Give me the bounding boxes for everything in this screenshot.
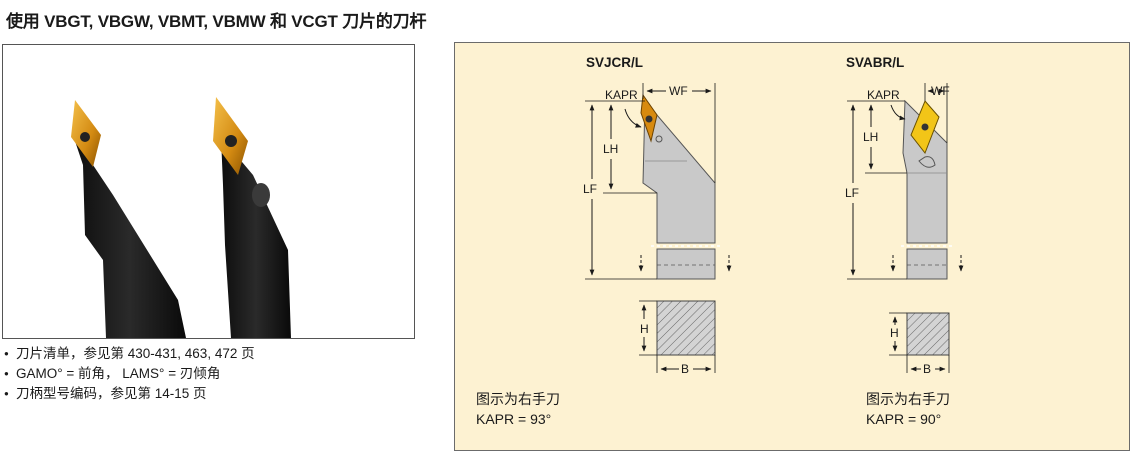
model-title-svabr: SVABR/L (846, 55, 905, 70)
list-item: GAMO° = 前角， LAMS° = 刃倾角 (4, 364, 255, 384)
product-photo (2, 44, 415, 339)
holder-photo-right (213, 97, 291, 338)
dim-label-b: B (681, 362, 689, 376)
list-item: 刀柄型号编码，参见第 14-15 页 (4, 384, 255, 404)
page-title: 使用 VBGT, VBGW, VBMT, VBMW 和 VCGT 刀片的刀杆 (6, 12, 427, 31)
holder-photo-left (71, 100, 186, 338)
dim-label-kapr: KAPR (867, 88, 900, 102)
drawing-svjcr: KAPR WF LH LF H B (583, 83, 732, 376)
dim-label-h: H (890, 326, 899, 340)
caption-svjcr: 图示为右手刀 KAPR = 93° (476, 389, 560, 429)
caption-hand: 图示为右手刀 (476, 391, 560, 407)
dim-label-wf: WF (669, 84, 688, 98)
notes-list: 刀片清单，参见第 430-431, 463, 472 页 GAMO° = 前角，… (4, 344, 255, 404)
model-title-svjcr: SVJCR/L (586, 55, 644, 70)
dim-label-lf: LF (583, 182, 597, 196)
dim-label-wf: WF (931, 84, 950, 98)
dim-label-kapr: KAPR (605, 88, 638, 102)
caption-kapr: KAPR = 90° (866, 411, 942, 427)
dim-label-lf: LF (845, 186, 859, 200)
dim-label-lh: LH (863, 130, 878, 144)
caption-kapr: KAPR = 93° (476, 411, 552, 427)
list-item: 刀片清单，参见第 430-431, 463, 472 页 (4, 344, 255, 364)
drawing-svabr: KAPR WF LH LF H B (845, 83, 964, 376)
diagram-panel: SVJCR/L SVABR/L (454, 42, 1130, 451)
dimension-drawings: KAPR WF LH LF H B (583, 83, 964, 376)
dim-label-lh: LH (603, 142, 618, 156)
dim-label-b: B (923, 362, 931, 376)
dim-label-h: H (640, 322, 649, 336)
caption-svabr: 图示为右手刀 KAPR = 90° (866, 389, 950, 429)
caption-hand: 图示为右手刀 (866, 391, 950, 407)
